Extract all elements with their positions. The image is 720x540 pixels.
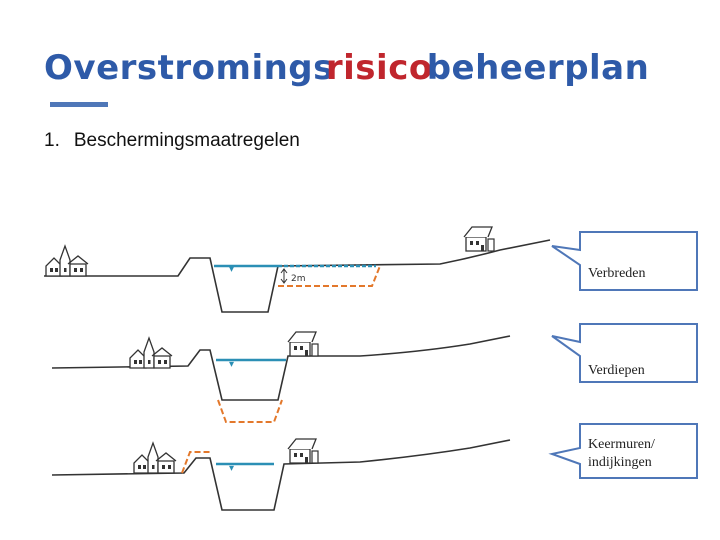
title-part-risico: risico	[325, 48, 433, 88]
house-icon	[287, 331, 319, 357]
church-icon	[45, 245, 89, 277]
section-number: 1.	[44, 130, 60, 151]
callout-keermuren-label: Keermuren/ indijkingen	[588, 437, 655, 470]
church-icon	[133, 442, 177, 474]
ground-profile	[51, 439, 511, 511]
dike-outline	[181, 451, 210, 474]
title-part-beheerplan: beheerplan	[426, 48, 650, 88]
callout-box-verbreden	[551, 231, 698, 291]
section-title: Beschermingsmaatregelen	[73, 130, 300, 151]
house-icon	[463, 226, 495, 252]
page-title: Overstromingsrisicobeheerplan	[44, 48, 649, 88]
dimension-arrow-icon	[280, 268, 288, 284]
section-heading: 1. Beschermingsmaatregelen	[44, 130, 300, 152]
water-mark-icon: ▾	[229, 264, 234, 275]
title-part-overstromings: Overstromings	[44, 48, 334, 88]
water-mark-icon: ▾	[229, 359, 234, 370]
title-accent-bar	[50, 102, 108, 107]
callout-verdiepen-label: Verdiepen	[588, 363, 645, 378]
callout-box-verdiepen	[551, 323, 698, 383]
deepening-outline	[217, 399, 283, 423]
dimension-label: 2m	[291, 274, 306, 284]
row-keermuren: ▾	[51, 438, 511, 511]
house-icon	[287, 438, 319, 464]
water-mark-icon: ▾	[229, 463, 234, 474]
row-verdiepen: ▾	[51, 331, 511, 423]
ground-profile	[44, 239, 551, 313]
church-icon	[129, 337, 173, 369]
ground-profile	[51, 335, 511, 401]
callout-box-keermuren	[548, 423, 698, 479]
callout-verbreden-label: Verbreden	[588, 266, 646, 281]
widening-outline	[278, 265, 381, 287]
row-verbreden: ▾ 2m	[44, 226, 551, 313]
